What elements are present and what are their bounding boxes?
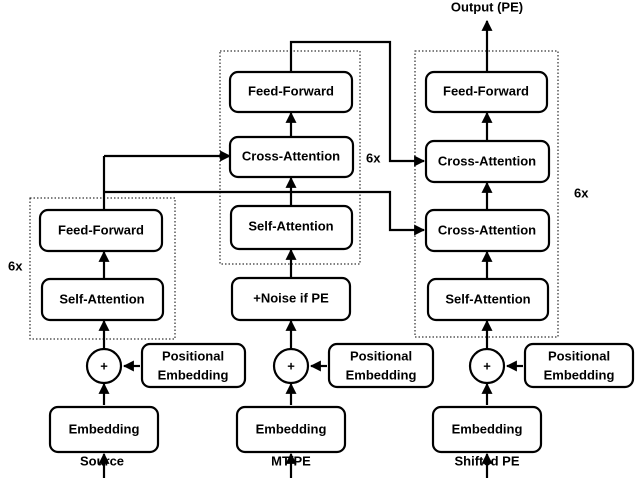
decoder-crossattn1-box [424,208,551,253]
source-encoder-stack [29,197,176,340]
decoder-sum-node [468,347,506,385]
mt-noise-box [230,276,352,322]
mt-selfattn-label: Self-Attention [248,218,333,233]
source-input-text: Source [80,453,124,468]
source-repeat-label: 6x [8,258,23,273]
source-positional-label-line1: Positional [162,348,224,363]
mt-embedding-label: Embedding [256,421,327,436]
source-embedding-label: Embedding [69,421,140,436]
decoder-positional-box [523,342,635,389]
source-positional-label-line2: Embedding [158,367,229,382]
source-to-decoder-crossattn-arrow [104,190,426,236]
source-embedding-box [48,405,160,454]
mt-crossattn-label: Cross-Attention [242,148,340,163]
decoder-sum-symbol: + [483,358,491,373]
decoder-input-label: Shifted PE [454,453,519,468]
mt-crossattn-box [228,135,355,179]
mt-positional-label-line1: Positional [350,348,412,363]
mt-positional-label-line2: Embedding [346,367,417,382]
decoder-selfattn-box [426,277,550,322]
source-feedforward-box [38,208,164,253]
source-selfattn-box [40,277,165,322]
source-positional-box [140,342,247,389]
mt-embedding-box [235,405,347,454]
source-feedforward-label: Feed-Forward [58,222,144,237]
mt-input-label: MT/PE [271,453,311,468]
decoder-selfattn-label: Self-Attention [445,291,530,306]
source-sum-node [85,347,123,385]
mt-feedforward-label: Feed-Forward [248,83,334,98]
source-selfattn-label: Self-Attention [59,291,144,306]
source-input-label: Source [80,453,124,468]
output-label: Output (PE) [451,0,523,14]
decoder-feedforward-label: Feed-Forward [443,83,529,98]
mt-feedforward-box [228,70,354,114]
decoder-repeat-label: 6x [574,185,589,200]
decoder-embedding-label: Embedding [452,421,523,436]
decoder-feedforward-box [424,70,549,114]
decoder-crossattn2-label: Cross-Attention [438,153,536,168]
mt-repeat-label: 6x [366,150,381,165]
decoder-positional-label-line2: Embedding [544,367,615,382]
mt-noise-label: +Noise if PE [253,290,329,305]
mt-positional-box [327,342,435,389]
mt-to-decoder-crossattn-arrow [289,40,426,167]
mt-sum-symbol: + [287,358,295,373]
mt-selfattn-box [229,204,354,251]
source-sum-symbol: + [100,358,108,373]
decoder-positional-label-line1: Positional [548,348,610,363]
decoder-crossattn1-label: Cross-Attention [438,222,536,237]
decoder-crossattn2-box [424,139,551,184]
decoder-embedding-box [431,405,543,454]
mt-sum-node [272,347,310,385]
